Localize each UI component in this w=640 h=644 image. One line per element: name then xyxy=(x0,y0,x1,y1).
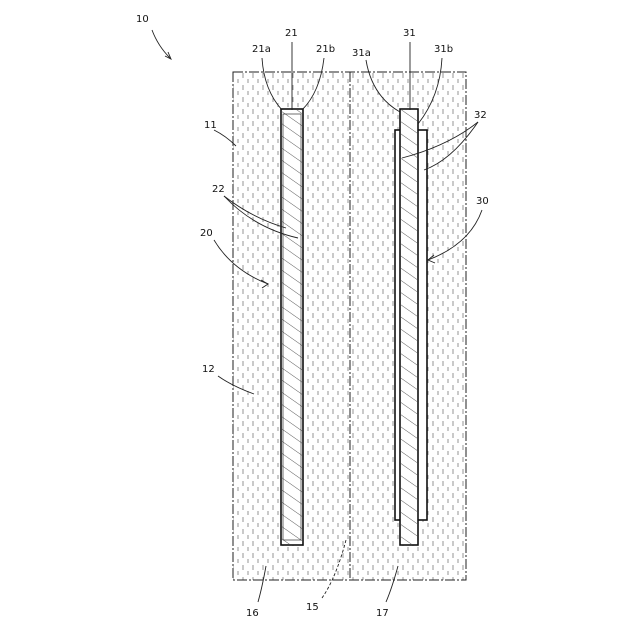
label-region-right: 17 xyxy=(376,608,389,619)
label-element-b: 30 xyxy=(476,196,489,207)
element-a-core-hatch xyxy=(282,110,302,544)
label-element-b-core: 31 xyxy=(403,28,416,39)
label-element-a: 20 xyxy=(200,228,213,239)
label-element-b-side-a: 31a xyxy=(352,48,371,59)
label-device: 10 xyxy=(136,14,149,25)
label-region-left: 16 xyxy=(246,608,259,619)
label-element-a-side-a: 21a xyxy=(252,44,271,55)
element-b-core-hatch xyxy=(401,110,417,544)
label-element-a-layer: 22 xyxy=(212,184,225,195)
label-filler: 12 xyxy=(202,364,215,375)
label-boundary: 15 xyxy=(306,602,319,613)
label-element-b-layer: 32 xyxy=(474,110,487,121)
label-housing: 11 xyxy=(204,120,217,131)
label-element-a-side-b: 21b xyxy=(316,44,335,55)
label-element-a-core: 21 xyxy=(285,28,298,39)
leader-device xyxy=(152,30,170,58)
label-element-b-side-b: 31b xyxy=(434,44,453,55)
